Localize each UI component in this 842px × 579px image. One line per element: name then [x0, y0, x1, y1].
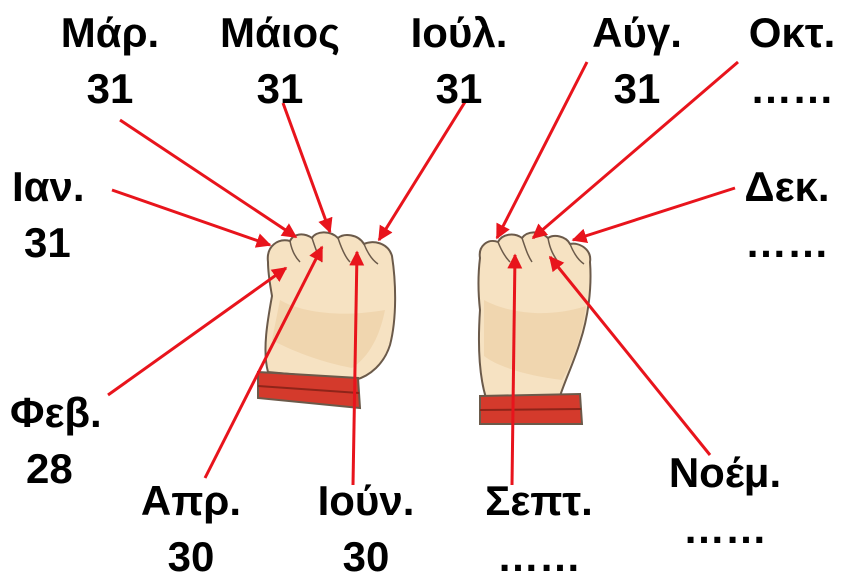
- left-fist: [257, 231, 397, 410]
- month-name-oct: Οκτ.: [748, 9, 836, 56]
- month-name-jan: Ιαν.: [12, 163, 85, 210]
- arrow-aug: [495, 61, 589, 240]
- month-name-feb: Φεβ.: [10, 389, 102, 436]
- arrow-may: [281, 102, 333, 234]
- label-jan: Ιαν. 31: [12, 166, 112, 264]
- label-feb: Φεβ. 28: [10, 392, 110, 490]
- label-may: Μάιος 31: [200, 12, 360, 110]
- month-days-mar: 31: [86, 65, 134, 112]
- month-name-mar: Μάρ.: [60, 9, 160, 56]
- label-sep: Σεπτ. ……: [464, 480, 614, 578]
- arrow-feb: [107, 266, 288, 397]
- arrow-sep: [507, 253, 523, 486]
- arrow-apr: [203, 245, 324, 479]
- right-fist-finger-lines: [497, 237, 585, 265]
- arrow-dec: [571, 186, 736, 244]
- label-oct: Οκτ. ……: [742, 12, 842, 110]
- month-name-sep: Σεπτ.: [485, 477, 593, 524]
- label-mar: Μάρ. 31: [50, 12, 170, 110]
- arrows: [107, 60, 739, 486]
- month-name-jul: Ιούλ.: [410, 9, 508, 56]
- month-name-nov: Νοέμ.: [668, 449, 782, 496]
- month-name-apr: Απρ.: [140, 477, 242, 524]
- label-aug: Αύγ. 31: [572, 12, 702, 110]
- month-name-jun: Ιούν.: [317, 477, 415, 524]
- month-days-aug: 31: [613, 65, 661, 112]
- arrow-nov: [548, 255, 712, 456]
- label-apr: Απρ. 30: [126, 480, 256, 578]
- month-days-nov: ……: [683, 505, 767, 552]
- label-jul: Ιούλ. 31: [384, 12, 534, 110]
- month-name-aug: Αύγ.: [592, 9, 682, 56]
- label-jun: Ιούν. 30: [296, 480, 436, 578]
- month-days-jun: 30: [342, 533, 390, 579]
- month-days-jul: 31: [435, 65, 483, 112]
- left-fist-hand: [264, 231, 397, 382]
- arrow-jun: [349, 250, 365, 486]
- month-days-sep: ……: [497, 533, 581, 579]
- month-days-dec: ……: [745, 219, 829, 266]
- month-days-jan: 31: [24, 219, 71, 266]
- month-name-may: Μάιος: [220, 9, 340, 56]
- arrow-oct: [531, 60, 739, 240]
- right-fist: [477, 231, 592, 425]
- label-nov: Νοέμ. ……: [650, 452, 800, 550]
- month-days-oct: ……: [750, 65, 834, 112]
- right-fist-shading: [484, 300, 586, 380]
- label-dec: Δεκ. ……: [732, 166, 842, 264]
- month-days-may: 31: [256, 65, 304, 112]
- month-days-feb: 28: [26, 445, 73, 492]
- arrow-mar: [119, 118, 298, 239]
- arrow-jul: [377, 101, 467, 242]
- month-days-apr: 30: [167, 533, 215, 579]
- arrow-jan: [111, 188, 272, 248]
- month-name-dec: Δεκ.: [744, 163, 830, 210]
